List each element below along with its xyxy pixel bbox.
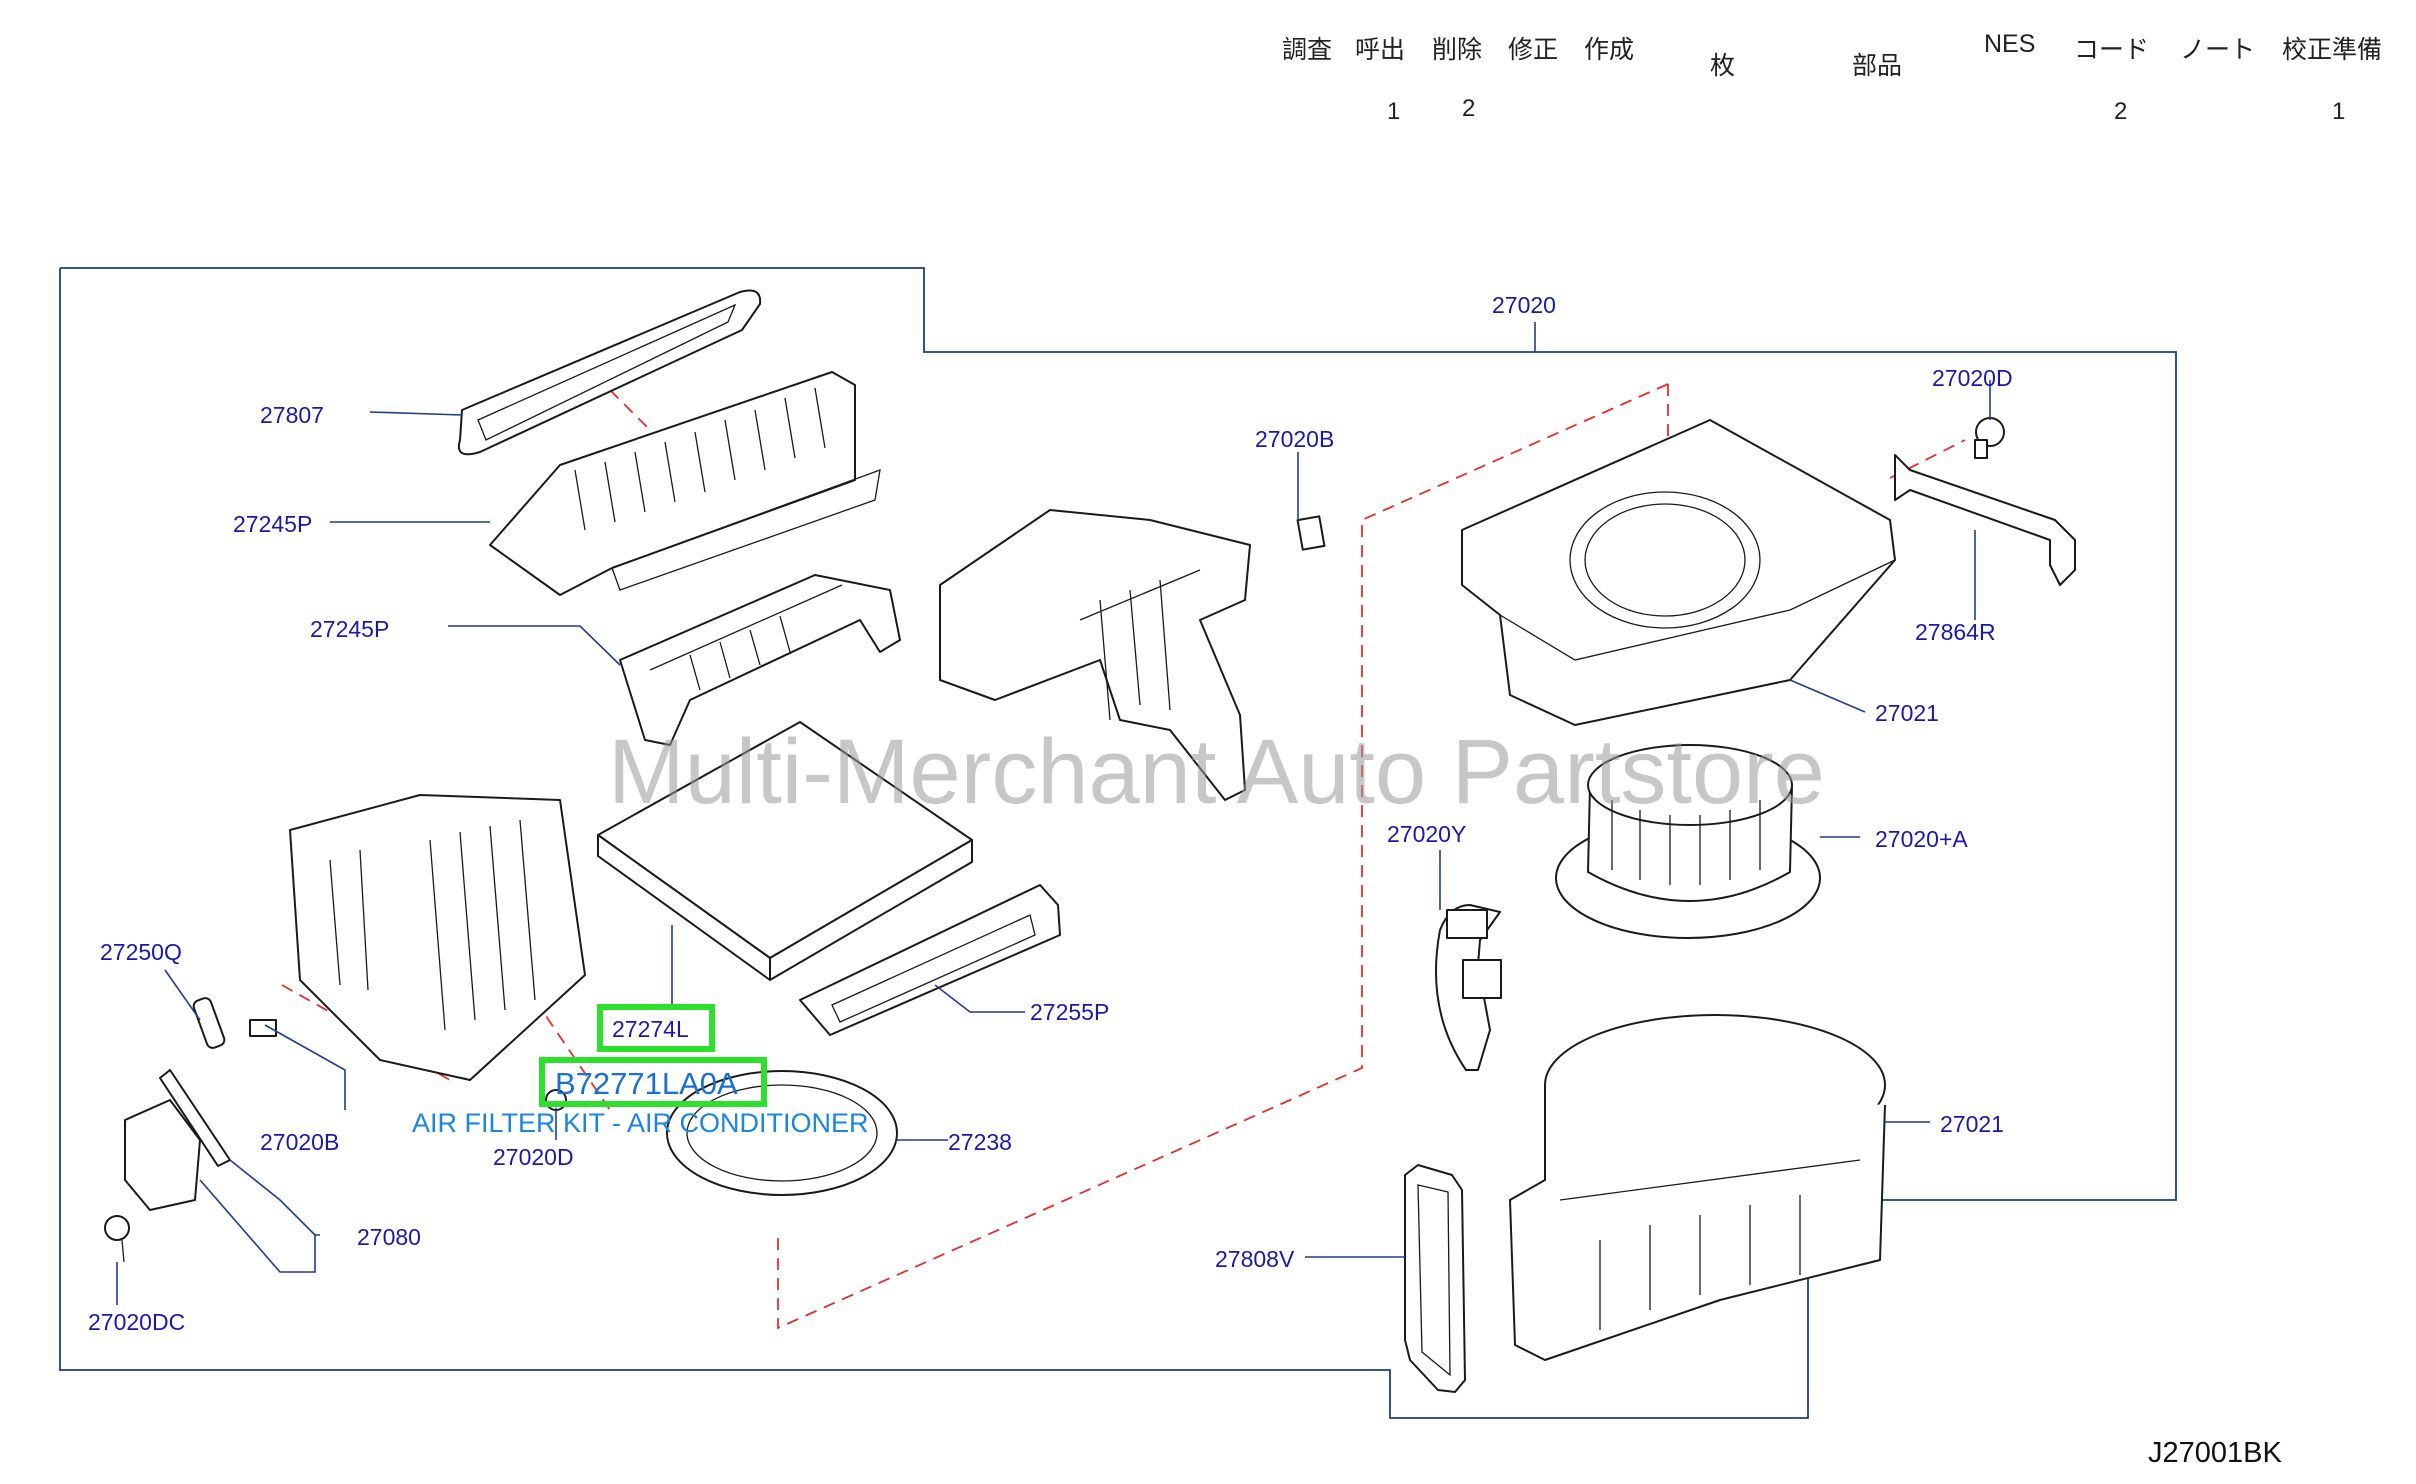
label-27020A: 27020+A [1875,826,1968,852]
label-27021-lower: 27021 [1940,1111,2004,1137]
part-27080-actuator [124,1069,231,1211]
header-col-modify: 修正 [1508,35,1559,64]
part-27021-lower-case [1509,1014,1886,1361]
header-col-create: 作成 [1584,35,1635,64]
label-27807: 27807 [260,402,324,428]
label-27020Y: 27020Y [1387,821,1466,847]
header-col-parts: 部品 [1852,51,1903,80]
header-col-survey: 調査 [1282,35,1333,64]
label-27020: 27020 [1492,292,1556,318]
label-27020DC: 27020DC [88,1309,185,1335]
part-27020Y-resistor [1435,904,1502,1071]
part-27864R-bracket [1894,454,2076,586]
header-col-code: コード [2074,35,2150,64]
header-col-note: ノート [2180,35,2256,64]
drawing-code: J27001BK [2148,1437,2282,1469]
part-27255P-filter-frame [799,884,1061,1036]
label-27245P-upper: 27245P [233,511,312,537]
label-27808V: 27808V [1215,1246,1295,1272]
label-27020B-top: 27020B [1255,426,1334,452]
part-number-text: B72771LA0A [555,1066,738,1101]
part-clips [104,417,2005,1263]
part-27245P-door [619,574,901,746]
header-count-proof: 1 [2332,98,2346,125]
part-27807-seal [458,289,762,456]
header-count-code: 2 [2114,98,2128,125]
part-ac-unit-box [289,794,586,1081]
label-27245P-lower: 27245P [310,616,389,642]
watermark: Multi-Merchant Auto Partstore [608,721,1825,823]
leader-lines [116,322,1991,1305]
label-27238: 27238 [948,1129,1012,1155]
part-27245P-upper-housing [489,371,881,596]
assembly-guide-dashed [777,383,1669,1330]
header-col-sheets: 枚 [1710,51,1736,80]
label-27020D-top: 27020D [1932,365,2013,391]
part-labels: 27020 27807 27245P 27245P 27020B 27020D … [88,292,2013,1335]
header-count-delete: 2 [1462,95,1476,122]
part-27274L-air-filter [597,721,973,981]
label-27274L: 27274L [612,1016,689,1042]
header-col-delete: 削除 [1432,35,1483,64]
label-27021-upper: 27021 [1875,700,1939,726]
part-description-text: AIR FILTER KIT - AIR CONDITIONER [412,1108,869,1138]
header-col-nes: NES [1984,30,2036,58]
highlight-27274L[interactable]: 27274L [597,1004,715,1052]
header-col-proof: 校正準備 [2282,35,2383,64]
label-27020D-mid: 27020D [493,1144,574,1170]
part-27021-upper-case [1461,419,1896,726]
part-27020A-blower-motor [1555,744,1821,939]
part-27808V-gasket [1404,1164,1466,1393]
highlight-part-number[interactable]: B72771LA0A [539,1057,767,1107]
part-intake-duct [939,509,1251,801]
label-27864R: 27864R [1915,619,1996,645]
label-27255P: 27255P [1030,999,1109,1025]
label-27080: 27080 [357,1224,421,1250]
header-col-call: 呼出 [1355,35,1406,64]
header-count-call: 1 [1387,98,1401,125]
label-27250Q: 27250Q [100,939,182,965]
label-27020B-left: 27020B [260,1129,339,1155]
